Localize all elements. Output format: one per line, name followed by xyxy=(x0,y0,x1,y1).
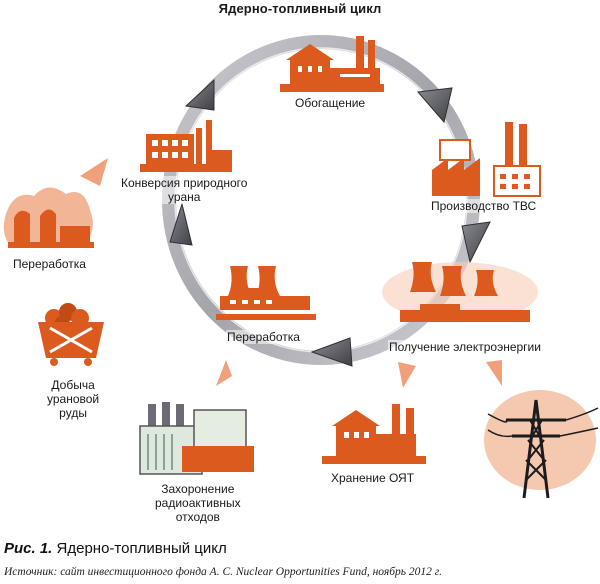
branch-arrow-to-conversion xyxy=(80,158,108,186)
label-storage: Хранение ОЯТ xyxy=(330,471,416,485)
enrichment-plant-icon xyxy=(280,36,384,92)
label-disposal: Захоронение радиоактивных отходов xyxy=(154,482,242,524)
label-enrichment: Обогащение xyxy=(294,96,367,110)
label-mining: Добыча урановой руды xyxy=(46,378,101,420)
label-mining-line-2: урановой xyxy=(47,392,100,406)
cycle-arrow-top-right xyxy=(417,87,453,124)
reprocessing-cooling-towers-icon xyxy=(216,266,316,320)
source-note: Источник: сайт инвестиционного фонда A. … xyxy=(4,566,442,578)
label-conversion-line-2: урана xyxy=(167,190,201,204)
ore-cart-icon xyxy=(38,303,104,366)
label-power-generation: Получение электроэнергии xyxy=(388,340,542,354)
fuel-assembly-plant-icon xyxy=(432,122,541,197)
figure-number: Рис. 1. xyxy=(4,540,53,557)
fuel-cycle-diagram xyxy=(3,35,599,499)
label-conversion-line-1: Конверсия природного xyxy=(121,176,248,190)
conversion-plant-icon xyxy=(140,120,232,172)
waste-facility-icon xyxy=(139,402,254,475)
transmission-tower-icon xyxy=(484,390,599,499)
label-fuel-assembly: Производство ТВС xyxy=(430,199,538,213)
diagram-title: Ядерно-топливный цикл xyxy=(218,1,382,16)
label-disposal-line-2: радиоактивных xyxy=(155,496,241,510)
label-conversion: Конверсия природного урана xyxy=(120,176,249,204)
cycle-arrow-top-left xyxy=(184,78,215,111)
label-mining-line-3: руды xyxy=(59,406,87,420)
branch-arrows xyxy=(80,158,502,388)
label-disposal-line-3: отходов xyxy=(175,510,220,524)
branch-arrow-to-storage xyxy=(398,362,416,388)
cycle-arrow-left xyxy=(169,202,193,246)
cycle-arrow-right xyxy=(461,221,491,264)
label-mining-line-1: Добыча xyxy=(51,378,95,392)
branch-arrow-to-disposal xyxy=(216,360,232,386)
power-plant-icon xyxy=(382,262,538,322)
label-reprocessing-center: Переработка xyxy=(226,330,301,344)
storage-plant-icon xyxy=(322,404,426,464)
figure-caption: Рис. 1. Ядерно-топливный цикл xyxy=(4,540,227,557)
label-disposal-line-1: Захоронение xyxy=(161,482,235,496)
processing-plant-icon xyxy=(3,187,94,248)
cycle-arrow-bottom xyxy=(310,337,353,367)
label-reprocessing-left: Переработка xyxy=(12,257,87,271)
branch-arrow-to-grid xyxy=(486,360,502,386)
figure-caption-text: Ядерно-топливный цикл xyxy=(56,540,227,557)
cycle-arrows xyxy=(169,78,491,367)
